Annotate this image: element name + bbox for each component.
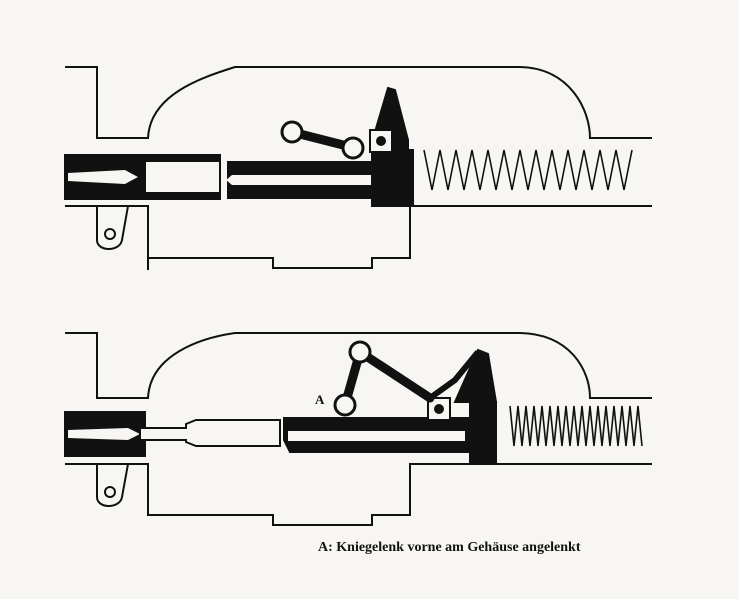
top-front-lug [96, 205, 129, 250]
top-panel [64, 66, 652, 270]
point-a-label: A [315, 392, 325, 407]
top-bolt-firing-pin [226, 175, 380, 185]
figure-caption: A: Kniegelenk vorne am Gehäuse angelenkt [318, 540, 581, 555]
top-housing-outline [65, 66, 652, 270]
top-chamber-bore [68, 170, 138, 184]
top-barrel-ext-stripe [144, 154, 221, 162]
top-barrel-extension [144, 159, 221, 195]
bottom-toggle-rear-link [355, 347, 435, 403]
bottom-bolt-firing-pin [288, 431, 465, 441]
bottom-lug-hole [104, 486, 116, 498]
bottom-toggle-tail [428, 350, 481, 401]
bottom-toggle-front-pivot [333, 393, 357, 417]
bottom-housing-outline [65, 332, 652, 526]
top-toggle-mid-pivot [341, 136, 365, 160]
bottom-toggle-pin [434, 404, 444, 414]
top-toggle-front-pivot [280, 120, 304, 144]
top-toggle-pin [376, 136, 386, 146]
bottom-recoil-spring [509, 405, 643, 447]
top-barrel-ext-stripe2 [144, 192, 221, 200]
bottom-chamber-bore [68, 428, 140, 440]
bottom-toggle-rear-arm [453, 348, 498, 403]
top-recoil-spring [423, 149, 633, 191]
bottom-cartridge [139, 419, 281, 447]
top-lug-hole [104, 228, 116, 240]
bottom-toggle-knee-pivot [348, 340, 372, 364]
bottom-panel [64, 332, 652, 526]
bottom-front-lug [96, 463, 129, 507]
